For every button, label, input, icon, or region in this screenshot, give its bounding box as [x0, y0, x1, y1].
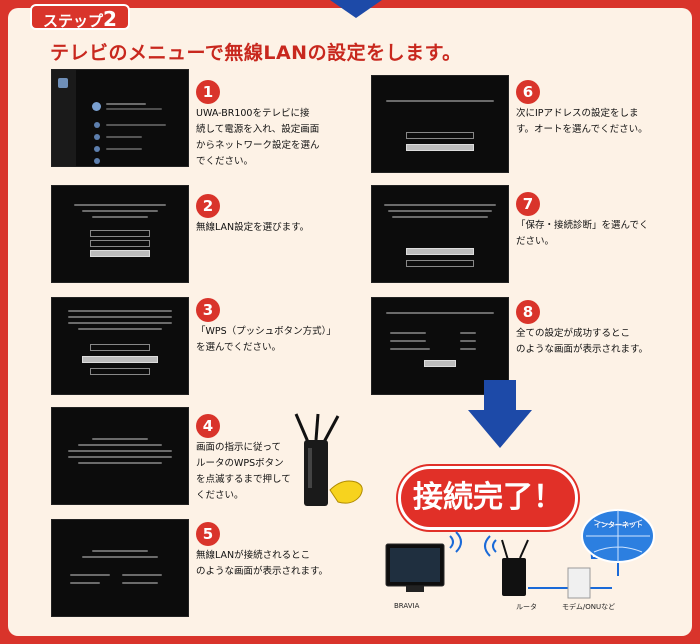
step-5-text: 無線LANが接続されるとこ のような画面が表示されます。	[196, 548, 328, 580]
step-2-number: 2	[196, 194, 220, 218]
step-2-line: 無線LAN設定を選びます。	[196, 222, 310, 233]
step-6-text: 次にIPアドレスの設定をしま す。オートを選んでください。	[516, 106, 648, 138]
step-7-number: 7	[516, 192, 540, 216]
step-badge-label: ステップ	[43, 12, 104, 30]
tv-label: BRAVIA	[394, 602, 420, 610]
step-5-line: のような画面が表示されます。	[196, 566, 329, 577]
step-4-line: を点滅するまで押して	[196, 474, 291, 485]
router-wps-illustration	[294, 413, 363, 506]
step-4-line: ください。	[196, 490, 244, 501]
step-8-screenshot	[372, 298, 508, 394]
step-7-text: 「保存・接続診断」を選んでく ださい。	[516, 218, 649, 250]
step-badge-number: 2	[103, 7, 117, 31]
step-1-number: 1	[196, 80, 220, 104]
step-5-number: 5	[196, 522, 220, 546]
step-1-line: UWA-BR100をテレビに接	[196, 108, 310, 119]
step-6-number: 6	[516, 80, 540, 104]
router-antenna	[314, 413, 320, 441]
step-2-text: 無線LAN設定を選びます。	[196, 220, 309, 236]
step-1-screenshot	[52, 70, 188, 166]
step-1-line: でください。	[196, 156, 254, 167]
step-8-text: 全ての設定が成功するとこ のような画面が表示されます。	[516, 326, 648, 358]
step-3-line: 「WPS（プッシュボタン方式）」	[196, 326, 336, 337]
network-diagram	[385, 509, 655, 599]
step-2-screenshot	[52, 186, 188, 282]
step-3-text: 「WPS（プッシュボタン方式）」 を選んでください。	[196, 324, 336, 356]
wifi-waves-icon	[484, 535, 497, 557]
step-4-screenshot	[52, 408, 188, 504]
down-arrow-icon	[468, 380, 532, 448]
step-8-line: 全ての設定が成功するとこ	[516, 328, 631, 339]
pointing-hand-icon	[329, 480, 363, 504]
step-1-line: からネットワーク設定を選ん	[196, 140, 320, 151]
step-6-line: 次にIPアドレスの設定をしま	[516, 108, 639, 119]
tv-stand	[406, 586, 424, 592]
router-body	[304, 440, 328, 506]
modem-label: モデム/ONUなど	[562, 603, 616, 611]
internet-label: インターネット	[594, 521, 643, 529]
step-7-line: ださい。	[516, 236, 555, 247]
globe-lines	[586, 510, 650, 562]
router-antenna	[294, 413, 310, 443]
step-6-screenshot	[372, 76, 508, 172]
router-detail	[308, 448, 312, 488]
step-1-line: 続して電源を入れ、設定画面	[196, 124, 320, 135]
step-5-screenshot	[52, 520, 188, 616]
modem-body	[567, 567, 591, 599]
router-antenna	[501, 539, 509, 561]
step-5-line: 無線LANが接続されるとこ	[196, 550, 311, 561]
step-6-line: す。オートを選んでください。	[516, 124, 648, 135]
step-4-line: ルータのWPSボタン	[196, 458, 284, 469]
step-4-number: 4	[196, 414, 220, 438]
step-8-line: のような画面が表示されます。	[516, 344, 649, 355]
step-3-number: 3	[196, 298, 220, 322]
router-antenna	[322, 415, 340, 443]
step-badge: ステップ2	[30, 4, 130, 31]
step-1-text: UWA-BR100をテレビに接 続して電源を入れ、設定画面 からネットワーク設定…	[196, 106, 320, 170]
down-arrow-shape	[468, 380, 532, 448]
step-7-line: 「保存・接続診断」を選んでく	[516, 220, 649, 231]
step-3-screenshot	[52, 298, 188, 394]
top-arrow	[330, 0, 382, 18]
page-title: テレビのメニューで無線LANの設定をします。	[50, 42, 462, 64]
step-4-text: 画面の指示に従って ルータのWPSボタン を点滅するまで押して ください。	[196, 440, 291, 504]
step-8-number: 8	[516, 300, 540, 324]
router-antenna	[519, 539, 529, 559]
tv-panel	[390, 548, 440, 582]
router-label: ルータ	[516, 603, 537, 611]
step-7-screenshot	[372, 186, 508, 282]
step-3-line: を選んでください。	[196, 342, 282, 353]
step-4-line: 画面の指示に従って	[196, 442, 282, 453]
connection-complete-banner: 接続完了！	[398, 466, 578, 530]
router-body	[502, 558, 526, 596]
wifi-waves-icon	[449, 531, 462, 553]
